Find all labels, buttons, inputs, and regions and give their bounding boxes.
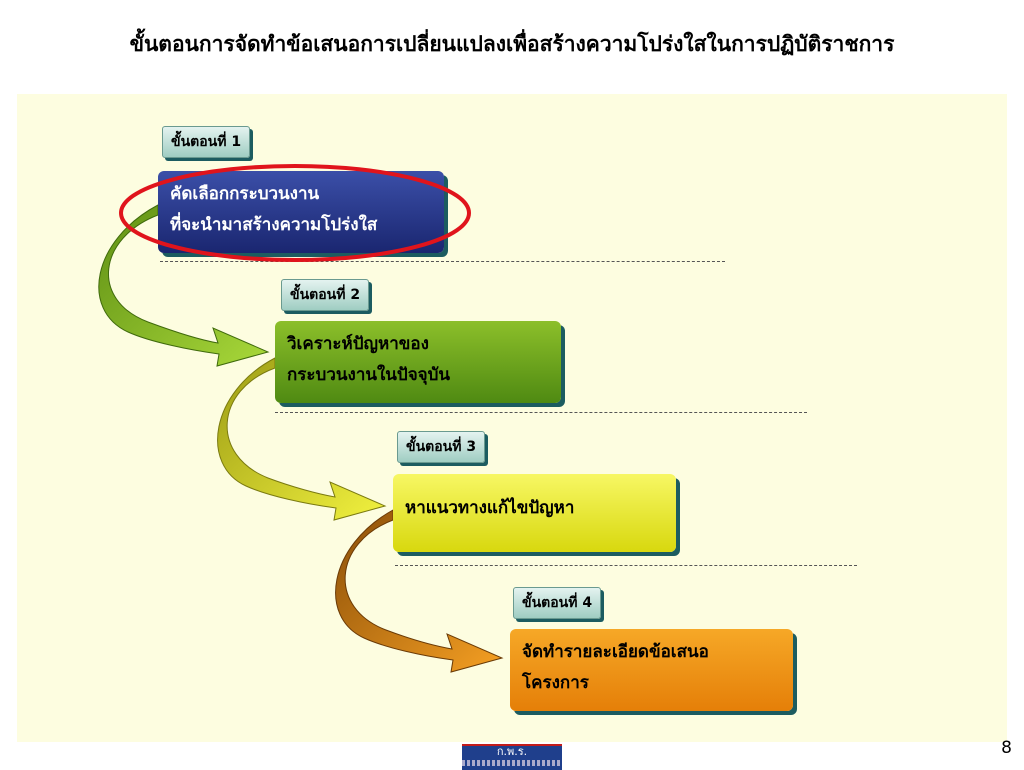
divider-1 xyxy=(160,261,725,262)
arrow-2-to-3 xyxy=(217,357,387,521)
step-3-line-1: หาแนวทางแก้ไขปัญหา xyxy=(405,498,575,518)
step-4-line-1: จัดทำรายละเอียดข้อเสนอ xyxy=(522,642,709,662)
step-1-line-2: ที่จะนำมาสร้างความโปร่งใส xyxy=(170,215,378,235)
step-4-tag: ขั้นตอนที่ 4 xyxy=(513,587,602,619)
step-3-box: หาแนวทางแก้ไขปัญหา xyxy=(393,474,676,552)
step-1-box: คัดเลือกกระบวนงาน ที่จะนำมาสร้างความโปร่… xyxy=(158,171,444,253)
logo-subtitle-strip xyxy=(462,760,562,766)
organization-logo: ก.พ.ร. xyxy=(462,744,562,770)
arrow-3-to-4 xyxy=(335,509,504,673)
step-4-box: จัดทำรายละเอียดข้อเสนอ โครงการ xyxy=(510,629,793,711)
step-1-line-1: คัดเลือกกระบวนงาน xyxy=(170,184,320,204)
step-4-line-2: โครงการ xyxy=(522,673,589,693)
step-2-box: วิเคราะห์ปัญหาของ กระบวนงานในปัจจุบัน xyxy=(275,321,561,403)
divider-2 xyxy=(275,412,807,413)
logo-text: ก.พ.ร. xyxy=(496,745,528,758)
arrow-1-to-2 xyxy=(98,204,270,367)
divider-3 xyxy=(395,565,857,566)
page-number: 8 xyxy=(1001,738,1012,758)
page-title: ขั้นตอนการจัดทำข้อเสนอการเปลี่ยนแปลงเพื่… xyxy=(129,32,895,56)
step-3-tag: ขั้นตอนที่ 3 xyxy=(397,431,486,463)
step-2-tag: ขั้นตอนที่ 2 xyxy=(281,279,370,311)
step-1-tag: ขั้นตอนที่ 1 xyxy=(162,126,251,158)
step-2-line-1: วิเคราะห์ปัญหาของ xyxy=(287,334,429,354)
step-2-line-2: กระบวนงานในปัจจุบัน xyxy=(287,365,451,385)
